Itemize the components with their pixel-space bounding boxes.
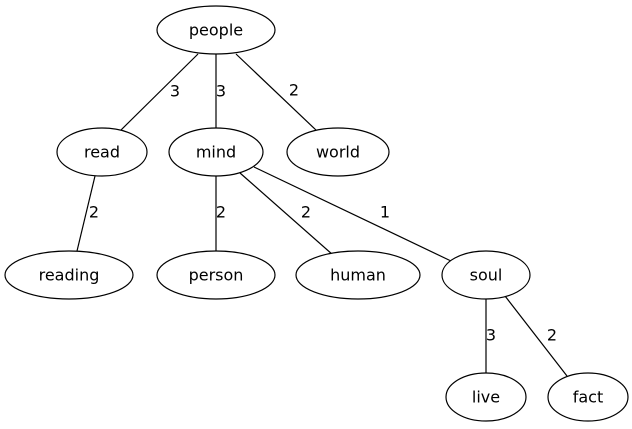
node-ellipse [156,250,276,300]
edge-weight-label: 2 [301,203,311,222]
node-label: human [330,266,386,285]
node-label: live [472,388,500,407]
edge-line [504,295,568,377]
edge-weight-label: 2 [547,326,557,345]
node-ellipse [56,127,148,177]
node-ellipse [441,250,531,300]
edge-mind-person: 2 [215,176,226,251]
edge-line [120,53,199,131]
node-label: reading [39,266,100,285]
node-reading: reading [4,250,134,300]
node-ellipse [286,127,390,177]
node-person: person [156,250,276,300]
edge-line [253,166,452,262]
edge-read-reading: 2 [76,175,99,252]
edges-layer: 3 3 2 2 2 2 1 3 2 [76,53,568,377]
edge-line [239,172,334,256]
node-ellipse [156,5,276,55]
edge-weight-label: 2 [89,203,99,222]
edge-weight-label: 2 [216,203,226,222]
edge-line [76,175,96,252]
nodes-layer: people read mind world reading person human sou… [4,5,629,422]
edge-soul-live: 3 [485,299,496,373]
edge-weight-label: 1 [380,203,390,222]
node-human: human [295,250,421,300]
edge-line [235,53,318,132]
edge-people-world: 2 [235,53,318,132]
node-label: person [189,266,244,285]
node-label: read [84,143,120,162]
edge-weight-label: 3 [216,82,226,101]
node-ellipse [295,250,421,300]
node-label: mind [196,143,236,162]
node-people: people [156,5,276,55]
node-label: people [189,21,243,40]
node-world: world [286,127,390,177]
edge-people-read: 3 [120,53,199,131]
node-label: world [316,143,360,162]
node-label: fact [573,388,604,407]
edge-mind-soul: 1 [253,166,452,262]
node-fact: fact [547,372,629,422]
node-live: live [445,372,527,422]
edge-soul-fact: 2 [504,295,568,377]
node-ellipse [547,372,629,422]
node-soul: soul [441,250,531,300]
node-mind: mind [168,127,264,177]
edge-weight-label: 3 [486,326,496,345]
node-ellipse [445,372,527,422]
edge-people-mind: 3 [215,54,226,128]
edge-weight-label: 3 [170,82,180,101]
edge-mind-human: 2 [239,172,334,256]
node-ellipse [4,250,134,300]
edge-weight-label: 2 [289,81,299,100]
node-read: read [56,127,148,177]
node-ellipse [168,127,264,177]
node-label: soul [470,266,503,285]
